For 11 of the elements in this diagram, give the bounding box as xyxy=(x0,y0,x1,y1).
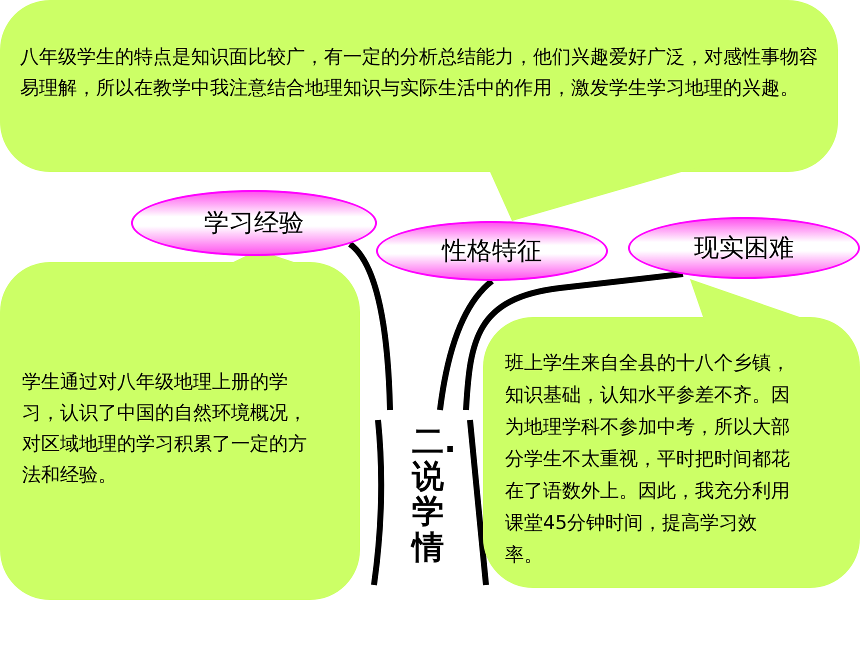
speech-bubble xyxy=(0,262,360,600)
speech-bubble xyxy=(483,317,860,588)
topic-label: 现实困难 xyxy=(694,232,794,264)
vertical-heading: 二.说学情 xyxy=(378,410,478,588)
paragraph: 学生通过对八年级地理上册的学习，认识了中国的自然环境概况，对区域地理的学习积累了一定的方法和经验。 xyxy=(22,370,308,488)
connector-curve xyxy=(463,271,684,410)
connector-curve xyxy=(437,278,494,410)
paragraph: 班上学生来自全县的十八个乡镇，知识基础，认知水平参差不齐。因为地理学科不参加中考，所以大部分学生不太重视，平时把时间都花在了语数外上。因此，我充分利用课堂45分钟时间，提高学习效率。 xyxy=(505,351,791,568)
topic-label: 学习经验 xyxy=(204,207,304,240)
paragraph: 八年级学生的特点是知识面比较广，有一定的分析总结能力，他们兴趣爱好广泛，对感性事物容易理解，所以在教学中我注意结合地理知识与实际生活中的作用，激发学生学习地理的兴趣。 xyxy=(20,45,819,101)
topic-label: 性格特征 xyxy=(442,235,542,268)
